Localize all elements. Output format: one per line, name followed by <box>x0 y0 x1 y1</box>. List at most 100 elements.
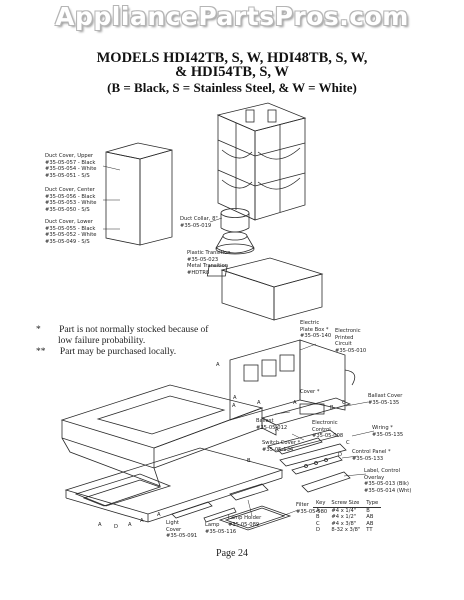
label-electric-plate-box: Electric Plate Box * #35-05-140 <box>300 320 331 340</box>
label-text: #35-05-019 <box>180 222 212 229</box>
label-text: Plastic Transition <box>187 250 231 256</box>
screw-letter: A <box>98 522 102 528</box>
label-text: #35-05-080 <box>296 508 328 515</box>
table-header-row: Key Screw Size Type <box>313 500 382 508</box>
label-text: Control Panel * <box>352 449 391 455</box>
label-text: Filter <box>296 502 309 508</box>
note-1: * Part is not normally stocked because o… <box>36 325 208 336</box>
screw-letter: B <box>330 405 334 411</box>
label-text: #35-05-013 (Blk) <box>364 481 409 488</box>
ballast-assembly <box>260 397 352 467</box>
screw-letter: A <box>216 362 220 368</box>
label-text: #35-05-133 <box>352 455 384 462</box>
watermark: AppliancePartsPros.com <box>55 2 409 31</box>
metal-transition <box>206 257 324 321</box>
label-text: #35-05-056 - Black <box>45 193 96 200</box>
label-ballast-cover: Ballast Cover #35-05-135 <box>368 393 402 406</box>
label-text: #35-05-052 - White <box>45 232 97 239</box>
label-text: Duct Cover, Lower <box>45 219 93 225</box>
table-header: Type <box>363 500 382 508</box>
label-text: #35-05-134 <box>262 446 294 453</box>
label-text: #35-05-135 <box>368 399 400 406</box>
screw-letter: A <box>275 427 279 433</box>
note-text: Part may be purchased locally. <box>59 347 177 357</box>
label-electronic-control: Electronic Control #35-05-008 <box>312 420 343 440</box>
page-number: Page 24 <box>216 548 248 559</box>
label-text: Switch Cover * <box>262 440 301 446</box>
blower-frame <box>216 102 307 221</box>
label-text: Electronic <box>312 420 338 426</box>
screw-letter: A <box>128 522 132 528</box>
label-text: Duct Cover, Center <box>45 187 95 193</box>
table-cell: AB <box>366 514 374 521</box>
label-wiring: Wiring * #35-05-135 <box>372 425 403 438</box>
note-mark: ** <box>36 347 46 357</box>
note-3: ** Part may be purchased locally. <box>36 347 176 358</box>
title-line-2: & HDI54TB, S, W <box>175 64 289 80</box>
label-cover: Cover * <box>300 389 320 395</box>
label-text: Overlay <box>364 474 385 481</box>
table-cell: D <box>316 527 320 534</box>
label-text: #35-05-054 - White <box>45 166 97 173</box>
label-text: #35-05-012 <box>256 424 288 431</box>
table-cell: #4 x 1/2" <box>331 514 357 521</box>
label-text: Cover <box>166 526 182 533</box>
label-ballast: Ballast #35-05-012 <box>256 418 287 431</box>
screw-letter: A <box>140 518 144 524</box>
label-text: Plate Box * <box>300 326 329 333</box>
note-2: low failure probability. <box>58 336 145 347</box>
label-text: Control <box>312 426 331 433</box>
label-duct-collar: Duct Collar, 8" #35-05-019 <box>180 216 218 229</box>
label-text: Circuit <box>335 341 352 348</box>
label-control-panel: Control Panel * #35-05-133 <box>352 449 391 462</box>
title-line-1: MODELS HDI42TB, S, W, HDI48TB, S, W, <box>96 50 368 66</box>
table-row: C #4 x 3/8" AB <box>313 521 381 528</box>
label-text: Duct Cover, Upper <box>45 153 94 159</box>
table-cell: C <box>316 520 320 527</box>
screw-letter: A <box>293 400 297 406</box>
table-header: Key <box>313 500 329 508</box>
note-text: Part is not normally stocked because of <box>59 325 209 335</box>
table-row: A #4 x 1/4" B <box>313 507 381 514</box>
label-text: Duct Collar, 8" <box>180 216 218 222</box>
note-mark: * <box>36 325 41 335</box>
label-duct-cover-center: Duct Cover, Center #35-05-056 - Black #3… <box>45 187 96 213</box>
screw-letter: A <box>232 403 236 409</box>
label-text: #35-05-050 - S/S <box>45 206 90 213</box>
label-text: Light <box>166 520 179 526</box>
range-hood-body <box>60 384 264 487</box>
label-text: #35-05-010 <box>335 347 367 354</box>
table-cell: TT <box>366 527 373 534</box>
screw-letter: D <box>338 452 342 458</box>
leader-lines <box>102 165 375 517</box>
label-text: #35-05-014 (Wht) <box>364 487 412 494</box>
label-control-overlay: Label, Control Overlay #35-05-013 (Blk) … <box>364 468 411 494</box>
screw-letter: B <box>247 458 251 464</box>
label-text: #35-05-051 - S/S <box>45 172 90 179</box>
label-text: #35-05-008 <box>312 433 344 440</box>
label-text: #35-05-053 - White <box>45 200 97 207</box>
label-text: #HDTR8 <box>187 269 210 276</box>
table-row: D 8-32 x 3/8" TT <box>313 527 381 534</box>
duct-cover <box>105 142 173 246</box>
label-text: #35-05-091 <box>166 533 198 540</box>
label-light-cover: Light Cover #35-05-091 <box>166 520 197 540</box>
table-header: Screw Size <box>328 500 364 508</box>
title-line-3: (B = Black, S = Stainless Steel, & W = W… <box>107 80 357 95</box>
label-text: Electronic <box>335 328 361 334</box>
screw-letter: C <box>346 440 350 446</box>
screw-letter: D <box>114 524 118 530</box>
table-cell: 8-32 x 3/8" <box>331 527 361 534</box>
label-switch-cover: Switch Cover * #35-05-134 <box>262 440 300 453</box>
plastic-transition <box>215 231 255 255</box>
label-transition: Plastic Transition #35-05-023 Metal Tran… <box>187 250 231 276</box>
light-components <box>171 483 292 531</box>
table-cell: B <box>366 507 370 514</box>
label-lamp: Lamp #35-05-116 <box>205 522 236 535</box>
table-cell: AB <box>366 520 374 527</box>
screw-letter: C <box>342 400 346 406</box>
label-text: #35-05-023 <box>187 256 219 263</box>
table-cell: A <box>316 507 320 514</box>
label-text: Wiring * <box>372 425 393 431</box>
